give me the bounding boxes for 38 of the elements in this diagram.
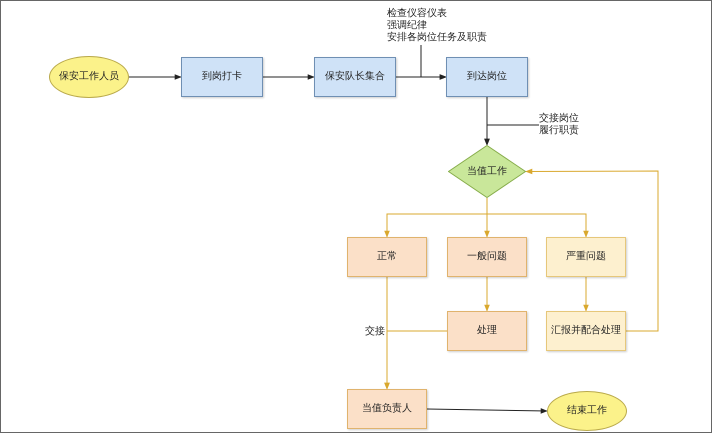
node-label: 到岗打卡 <box>202 71 242 83</box>
arrow <box>484 276 490 312</box>
node-label: 安排各岗位任务及职责 <box>387 32 488 44</box>
process-box <box>447 237 527 277</box>
node-label: 履行职责 <box>539 125 580 137</box>
node-label: 正常 <box>377 251 397 263</box>
node-label: 严重问题 <box>566 251 606 263</box>
arrow <box>128 74 182 80</box>
node-label: 汇报并配合处理 <box>551 325 621 337</box>
process-box <box>181 57 263 97</box>
node-label: 到达岗位 <box>467 71 507 83</box>
arrow <box>426 408 548 414</box>
arrow <box>384 330 448 390</box>
process-box <box>347 237 427 277</box>
arrow <box>583 276 589 312</box>
process-box <box>546 311 626 351</box>
arrow <box>484 124 540 146</box>
arrow <box>486 198 589 238</box>
arrow <box>262 74 315 80</box>
node-label: 一般问题 <box>467 251 507 263</box>
arrow <box>525 168 658 332</box>
process-box <box>446 57 528 97</box>
node-label: 当值负责人 <box>362 403 412 415</box>
node-label: 保安队长集合 <box>325 71 385 83</box>
arrow <box>420 44 447 80</box>
node-label: 检查仪容仪表 <box>387 8 448 20</box>
edge-label: 交接 <box>364 324 386 338</box>
node-label: 处理 <box>477 325 497 337</box>
process-box <box>314 57 396 97</box>
node-label: 当值工作 <box>467 166 507 178</box>
process-box <box>546 237 626 277</box>
node-label: 强调纪律 <box>387 20 428 32</box>
process-box <box>447 311 527 351</box>
process-box <box>347 389 427 429</box>
node-label: 保安工作人员 <box>59 71 119 83</box>
decision-diamond <box>448 145 526 198</box>
node-label: 结束工作 <box>567 405 607 417</box>
node-label: 交接岗位 <box>539 113 580 124</box>
